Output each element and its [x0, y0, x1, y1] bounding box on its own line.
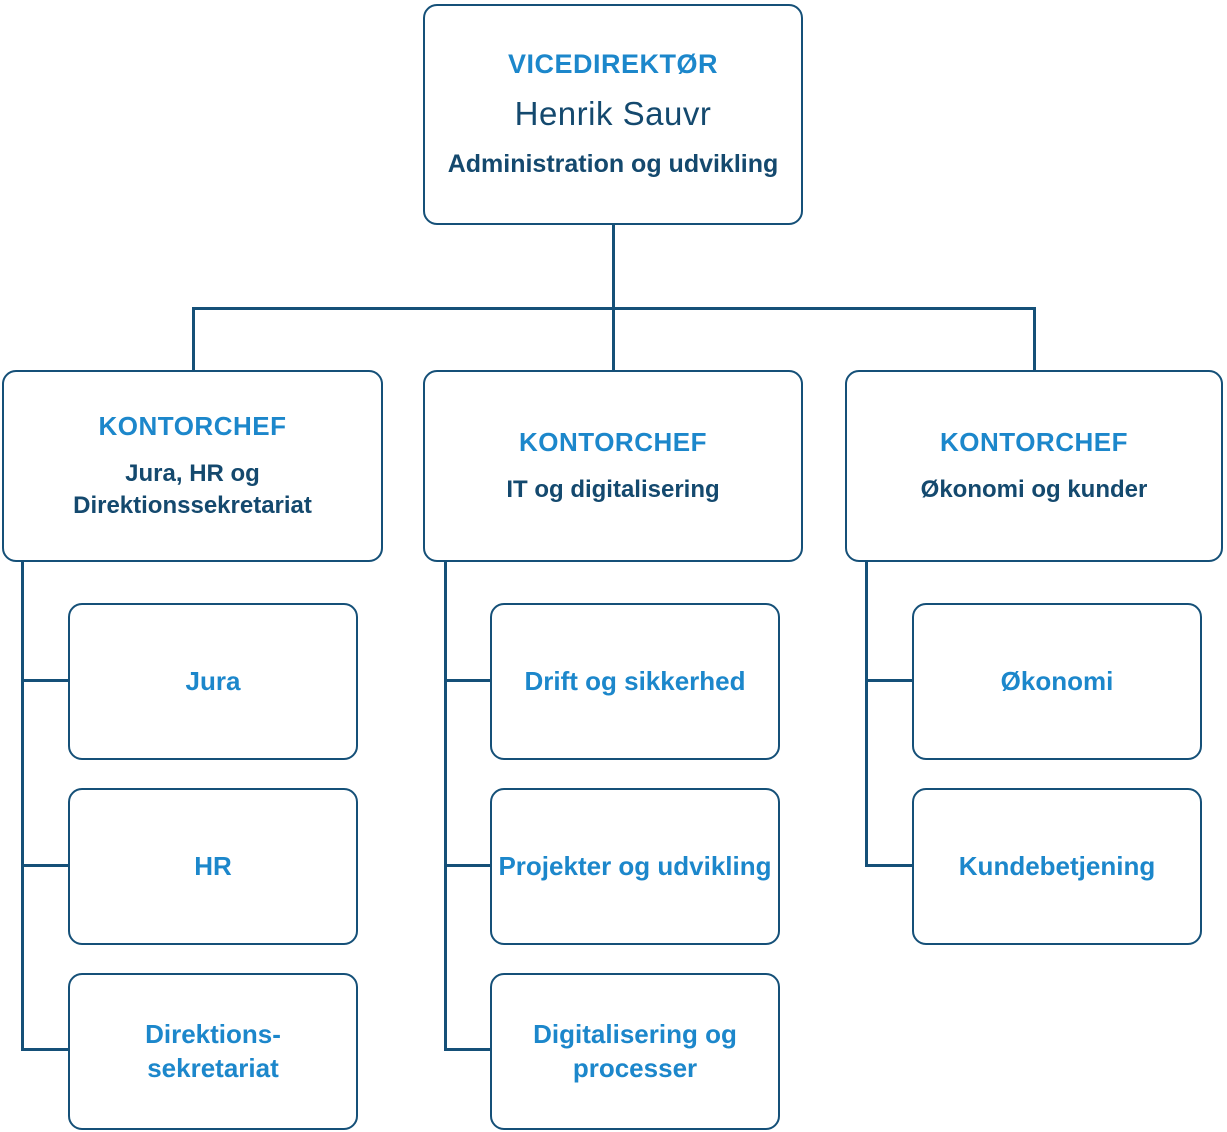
person-name: Henrik Sauvr: [514, 94, 712, 132]
connector-col-middle-stub-2: [444, 864, 490, 867]
unit-label: Økonomi: [1000, 665, 1114, 696]
role-title: KONTORCHEF: [940, 426, 1128, 457]
connector-col-right-stem: [865, 562, 868, 867]
unit-label: Jura: [185, 665, 241, 696]
unit-label: Drift og sikkerhed: [524, 665, 746, 696]
connector-drop-middle: [612, 307, 615, 370]
node-kontorchef-jura-hr: KONTORCHEF Jura, HR og Direktionssekreta…: [2, 370, 383, 562]
node-direktionssekretariat: Direktions- sekretariat: [68, 973, 358, 1130]
department-label: IT og digitalisering: [506, 475, 720, 503]
connector-root-stem: [612, 225, 615, 309]
unit-label: Kundebetjening: [958, 850, 1156, 881]
connector-col-left-stub-1: [21, 679, 68, 682]
node-okonomi: Økonomi: [912, 603, 1202, 760]
connector-col-right-stub-1: [865, 679, 912, 682]
connector-drop-right: [1033, 307, 1036, 370]
unit-label: Digitalisering og processer: [533, 1018, 737, 1083]
node-digitalisering-og-processer: Digitalisering og processer: [490, 973, 780, 1130]
connector-col-left-stem: [21, 562, 24, 1051]
connector-col-middle-stem: [444, 562, 447, 1051]
connector-col-middle-stub-1: [444, 679, 490, 682]
role-title: KONTORCHEF: [519, 426, 707, 457]
connector-col-left-stub-3: [21, 1048, 68, 1051]
node-projekter-og-udvikling: Projekter og udvikling: [490, 788, 780, 945]
unit-label: Direktions- sekretariat: [145, 1018, 281, 1083]
node-kontorchef-it: KONTORCHEF IT og digitalisering: [423, 370, 803, 562]
node-vicedirektor: VICEDIREKTØR Henrik Sauvr Administration…: [423, 4, 803, 225]
department-label: Økonomi og kunder: [920, 475, 1148, 503]
node-jura: Jura: [68, 603, 358, 760]
connector-drop-left: [192, 307, 195, 370]
role-title: VICEDIREKTØR: [507, 48, 719, 79]
node-hr: HR: [68, 788, 358, 945]
department-label: Jura, HR og Direktionssekretariat: [73, 460, 312, 519]
node-kontorchef-okonomi: KONTORCHEF Økonomi og kunder: [845, 370, 1223, 562]
node-drift-og-sikkerhed: Drift og sikkerhed: [490, 603, 780, 760]
unit-label: HR: [194, 850, 232, 881]
unit-label: Projekter og udvikling: [498, 850, 772, 881]
department-label: Administration og udvikling: [447, 149, 779, 178]
node-kundebetjening: Kundebetjening: [912, 788, 1202, 945]
connector-col-left-stub-2: [21, 864, 68, 867]
connector-col-middle-stub-3: [444, 1048, 490, 1051]
connector-col-right-stub-2: [865, 864, 912, 867]
role-title: KONTORCHEF: [98, 411, 287, 442]
